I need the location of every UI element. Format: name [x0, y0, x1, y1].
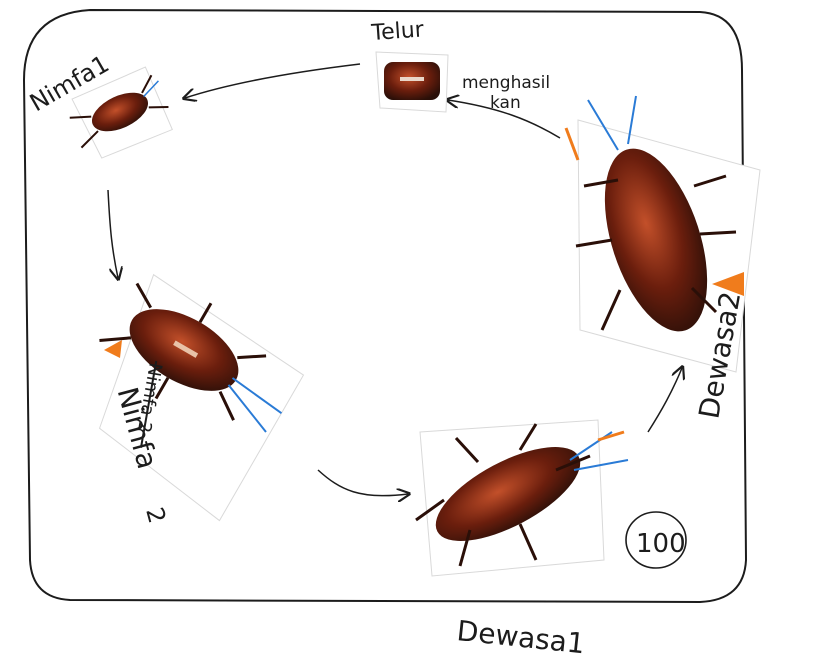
label-menghasilkan-1: menghasil — [462, 73, 550, 93]
score-text: 100 — [636, 529, 686, 559]
arrow-nimfa1-to-nimfa2 — [108, 190, 118, 278]
arrow-nimfa2-to-dewasa1 — [318, 470, 408, 496]
label-dewasa1: Dewasa1 — [455, 614, 586, 658]
nimfa2-orange-arrow — [104, 340, 122, 358]
label-telur: Telur — [370, 17, 426, 46]
label-nimfa2-number: 2 — [140, 504, 171, 526]
nimfa2-picture — [51, 264, 311, 520]
score-mark: 100 — [626, 512, 686, 568]
dewasa1-picture — [416, 420, 628, 576]
arrow-dewasa1-to-dewasa2 — [648, 368, 682, 432]
label-menghasilkan-2: kan — [490, 93, 521, 113]
arrow-telur-to-nimfa1 — [185, 64, 360, 98]
telur-picture — [376, 52, 448, 112]
